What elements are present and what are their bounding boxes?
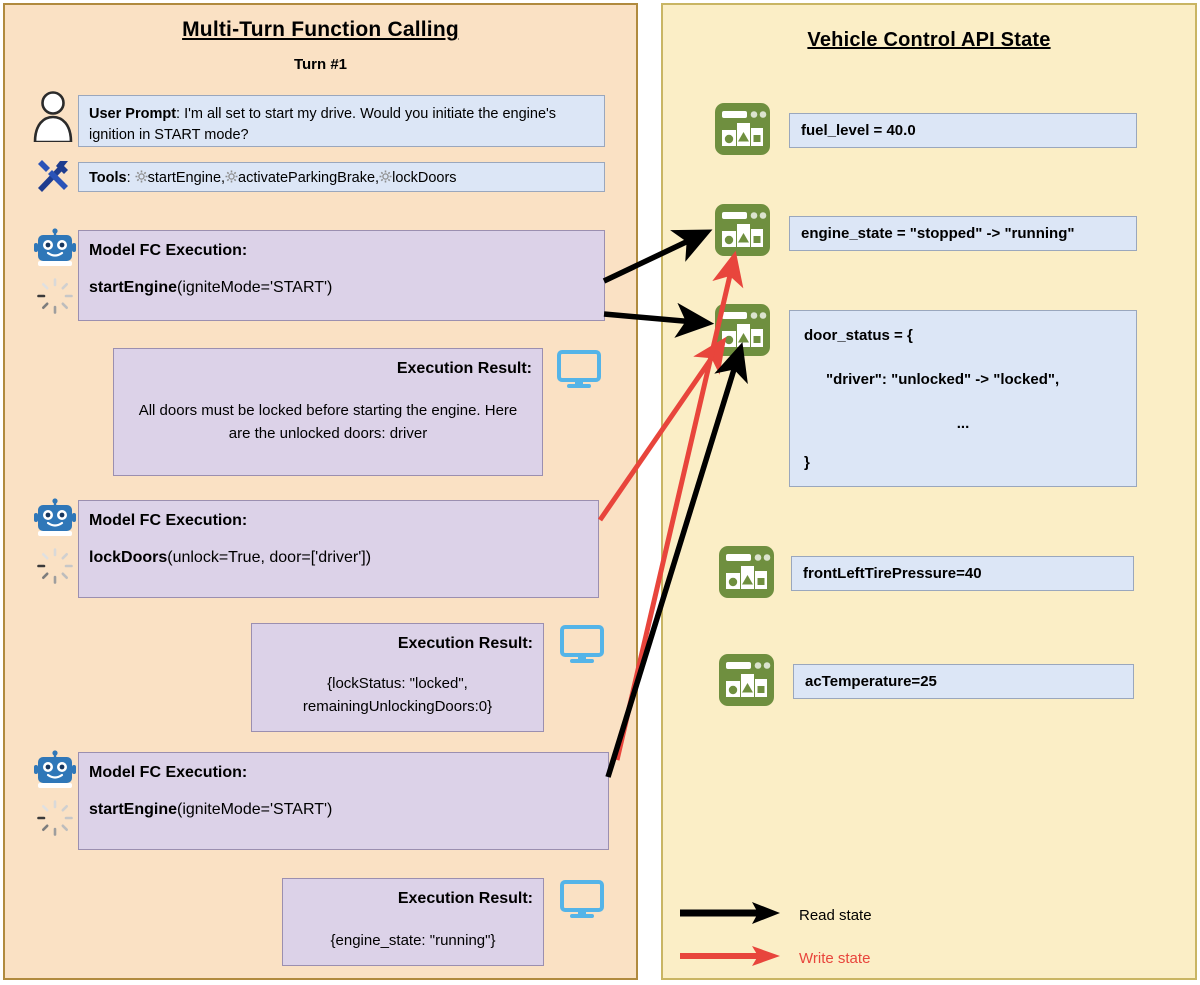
state-database-icon [714, 303, 771, 357]
fc-title: Model FC Execution: [89, 242, 248, 259]
tool-name-1: activateParkingBrake, [238, 170, 380, 186]
state-database-icon [714, 102, 771, 156]
monitor-icon [557, 350, 601, 390]
model-fc-execution-box-3: Model FC Execution: startEngine(igniteMo… [78, 752, 609, 850]
execution-result-body: {lockStatus: "locked", remainingUnlockin… [302, 675, 493, 715]
user-prompt-text: : I'm all set to start my drive. Would y… [89, 106, 557, 144]
state-value-box-door-status: door_status = { "driver": "unlocked" -> … [789, 310, 1137, 487]
state-value-box-front-left-tire-pressure: frontLeftTirePressure=40 [791, 556, 1134, 591]
gear-icon [379, 169, 392, 190]
spinner-icon [36, 799, 74, 837]
door-status-line-1: "driver": "unlocked" -> "locked", [826, 370, 1060, 388]
tools-icon [34, 157, 74, 193]
execution-result-box-3: Execution Result: {engine_state: "runnin… [282, 878, 544, 966]
robot-icon [33, 498, 77, 538]
monitor-icon [560, 880, 604, 920]
door-status-line-2: ... [956, 414, 970, 432]
state-value-box-engine-state: engine_state = "stopped" -> "running" [789, 216, 1137, 251]
state-value-box-fuel-level: fuel_level = 40.0 [789, 113, 1137, 148]
fc-function-name: startEngine [89, 279, 178, 297]
legend-write-state: Write state [680, 943, 870, 973]
execution-result-title: Execution Result: [397, 890, 533, 907]
state-database-icon [718, 653, 775, 707]
gear-icon [225, 169, 238, 190]
robot-icon [33, 228, 77, 268]
door-status-line-0: door_status = { [804, 327, 913, 344]
tools-separator: : [126, 170, 135, 186]
execution-result-box-1: Execution Result: All doors must be lock… [113, 348, 543, 476]
fc-title: Model FC Execution: [89, 512, 248, 529]
fc-function-args: (igniteMode='START') [177, 279, 333, 297]
model-fc-execution-box-1: Model FC Execution: startEngine(igniteMo… [78, 230, 605, 321]
right-panel-title: Vehicle Control API State [807, 29, 1051, 51]
door-status-line-3: } [804, 454, 810, 472]
fc-function-args: (igniteMode='START') [177, 801, 333, 819]
write-arrow-icon [680, 943, 785, 973]
state-value-box-ac-temperature: acTemperature=25 [793, 664, 1134, 699]
legend-read-label: Read state [799, 906, 872, 924]
fc-function-name: lockDoors [89, 549, 168, 567]
fc-function-name: startEngine [89, 801, 178, 819]
legend-write-label: Write state [799, 949, 871, 967]
state-value-text: frontLeftTirePressure=40 [803, 564, 982, 582]
user-icon [31, 90, 75, 142]
tool-name-2: lockDoors [392, 170, 457, 186]
state-database-icon [718, 545, 775, 599]
read-arrow-icon [680, 900, 785, 930]
turn-label: Turn #1 [293, 56, 348, 73]
execution-result-title: Execution Result: [397, 635, 533, 652]
legend-read-state: Read state [680, 900, 872, 930]
execution-result-body: All doors must be locked before starting… [138, 402, 518, 442]
robot-icon [33, 750, 77, 790]
monitor-icon [560, 625, 604, 665]
state-value-text: engine_state = "stopped" -> "running" [801, 224, 1075, 242]
fc-title: Model FC Execution: [89, 764, 248, 781]
user-prompt-box: User Prompt: I'm all set to start my dri… [78, 95, 605, 147]
left-panel-title: Multi-Turn Function Calling [182, 18, 459, 41]
execution-result-title: Execution Result: [396, 360, 532, 377]
spinner-icon [36, 547, 74, 585]
execution-result-body: {engine_state: "running"} [330, 932, 496, 950]
tools-box: Tools: startEngine, activateParkingBrake… [78, 162, 605, 192]
gear-icon [135, 169, 148, 190]
fc-function-args: (unlock=True, door=['driver']) [167, 549, 372, 567]
tool-name-0: startEngine, [147, 170, 226, 186]
tools-label: Tools [89, 170, 127, 186]
execution-result-box-2: Execution Result: {lockStatus: "locked",… [251, 623, 544, 732]
state-value-text: fuel_level = 40.0 [801, 121, 916, 139]
model-fc-execution-box-2: Model FC Execution: lockDoors(unlock=Tru… [78, 500, 599, 598]
state-database-icon [714, 203, 771, 257]
user-prompt-label: User Prompt [89, 106, 177, 122]
vehicle-control-api-state-panel: Vehicle Control API State [661, 3, 1197, 980]
spinner-icon [36, 277, 74, 315]
state-value-text: acTemperature=25 [805, 672, 937, 690]
